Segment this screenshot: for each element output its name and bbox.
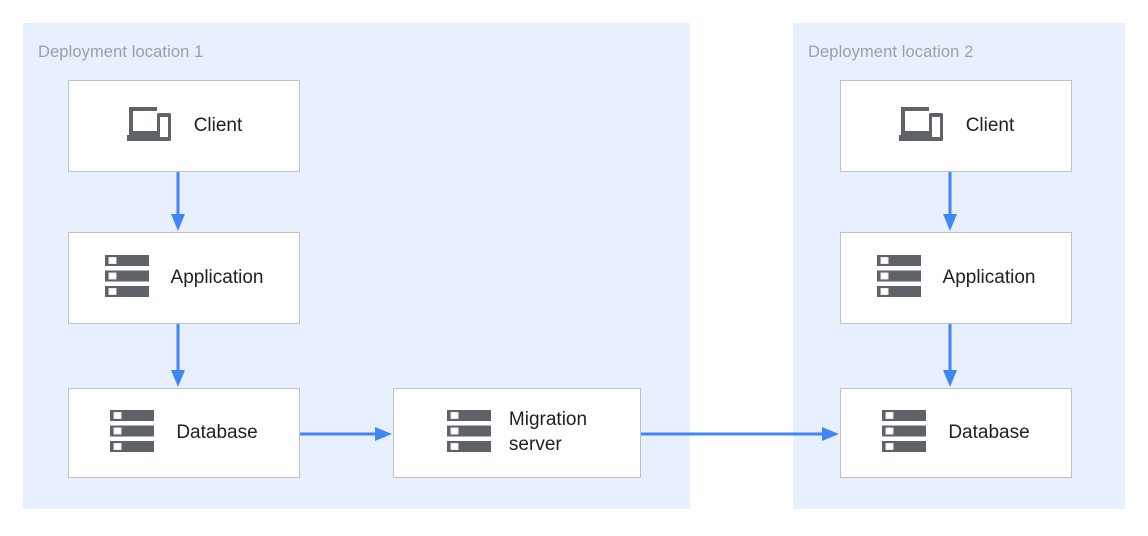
client-devices-icon: [898, 104, 944, 149]
server-icon: [110, 409, 155, 457]
node-migration-server-label: Migration server: [508, 409, 588, 455]
arrow-client2-to-application2: [942, 172, 958, 232]
node-application-1-label: Application: [170, 266, 264, 288]
node-application-1[interactable]: Application: [68, 232, 300, 324]
arrow-client1-to-application1: [170, 172, 186, 232]
node-client-2-label: Client: [965, 114, 1015, 136]
server-icon: [446, 409, 491, 457]
arrow-migration-server-to-database2: [641, 420, 840, 448]
node-database-2[interactable]: Database: [840, 388, 1072, 478]
deployment-zone-2-label: Deployment location 2: [808, 43, 974, 61]
node-database-2-label: Database: [948, 421, 1030, 443]
client-devices-icon: [126, 104, 172, 149]
arrow-application1-to-database1: [170, 324, 186, 388]
node-database-1-label: Database: [176, 421, 258, 443]
node-client-2[interactable]: Client: [840, 80, 1072, 172]
node-database-1[interactable]: Database: [68, 388, 300, 478]
server-icon: [104, 254, 149, 302]
node-client-1[interactable]: Client: [68, 80, 300, 172]
node-application-2-label: Application: [942, 266, 1036, 288]
node-migration-server[interactable]: Migration server: [393, 388, 641, 478]
deployment-zone-1-label: Deployment location 1: [38, 43, 204, 61]
node-client-1-label: Client: [193, 114, 243, 136]
node-application-2[interactable]: Application: [840, 232, 1072, 324]
server-icon: [882, 409, 927, 457]
arrow-application2-to-database2: [942, 324, 958, 388]
server-icon: [876, 254, 921, 302]
arrow-database1-to-migration-server: [300, 420, 393, 448]
